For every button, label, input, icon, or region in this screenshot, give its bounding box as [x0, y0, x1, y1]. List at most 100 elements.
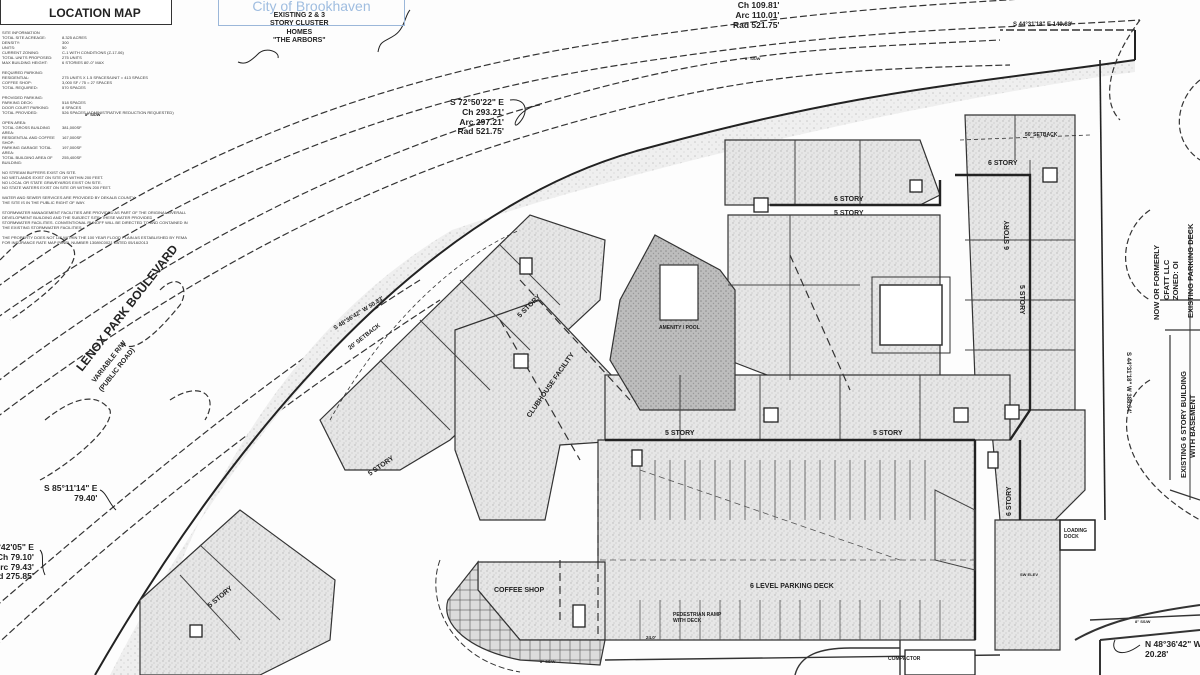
site-note-key: STORMWATER MANAGEMENT FACILITIES ARE PRO…: [2, 210, 187, 215]
pedestrian-ramp-label: PEDESTRIAN RAMP WITH DECK: [673, 612, 722, 624]
site-note-row: STORMWATER MANAGEMENT FACILITIES ARE PRO…: [2, 210, 217, 215]
site-note-key: DOOR COURT PARKING:: [2, 105, 50, 110]
site-note-value: 518 SPACES: [62, 100, 86, 105]
story-label-5e: 5 STORY: [834, 210, 864, 217]
compactor-label: COMPACTOR: [888, 656, 921, 662]
site-note-row: THE PROPERTY DOES NOT LIE WITHIN THE 100…: [2, 235, 217, 240]
location-map-title: LOCATION MAP: [49, 6, 141, 20]
site-note-value: 50: [62, 45, 67, 50]
curve-mid-bearing: S 72°50'22" E: [450, 97, 504, 107]
curve-mid-chord: Ch 293.21': [462, 106, 504, 117]
site-note-key: STORMWATER FACILITIES. CONVENTIONAL RUNO…: [2, 220, 188, 225]
site-note-value: 275 UNITS: [62, 55, 82, 60]
site-note-key: UNITS:: [2, 45, 16, 50]
site-note-row: NO STREAM BUFFERS EXIST ON SITE.: [2, 170, 217, 175]
site-note-row: COFFEE SHOP:3,000 SF / 75 = 27 SPACES: [2, 80, 217, 85]
pedestrian-ramp-line-2: WITH DECK: [673, 617, 702, 624]
curve-left-bearing: S 72°42'05" E: [0, 542, 34, 552]
site-note-value: 526 SPACES (ADMINISTRATIVE REDUCTION REQ…: [62, 110, 174, 115]
road-right-of-way-lines: [0, 0, 1141, 643]
story-label-6a: 6 STORY: [834, 196, 864, 203]
site-note-key: THE SITE IS IN THE PUBLIC RIGHT OF WAY.: [2, 200, 86, 205]
site-note-key: PARKING GARAGE TOTAL AREA:: [2, 145, 52, 155]
site-note-key: TOTAL PROVIDED:: [2, 110, 38, 115]
site-note-value: 381,000SF: [62, 125, 82, 130]
site-note-value: 6 STORIES 80'-0" MAX: [62, 60, 104, 65]
site-note-key: WATER AND SEWER SERVICES ARE PROVIDED BY…: [2, 195, 136, 200]
site-note-value: [83, 225, 217, 230]
arbors-line-3: HOMES: [286, 28, 313, 36]
arbors-line-1: EXISTING 2 & 3: [273, 12, 325, 19]
site-note-key: TOTAL GROSS BUILDING AREA:: [2, 125, 50, 135]
site-note-key: FOR INSURANCE RATE MAP PANEL NUMBER 1308…: [2, 240, 149, 245]
existing-deck-label: EXISTING PARKING DECK: [1186, 223, 1195, 318]
site-note-key: TOTAL UNITS PROPOSED:: [2, 55, 53, 60]
site-note-key: THE EXISTING STORMWATER FACILITIES.: [2, 225, 83, 230]
site-note-row: RESIDENTIAL:275 UNITS X 1.5 SPACES/UNIT …: [2, 75, 217, 80]
arbors-line-2: STORY CLUSTER: [270, 20, 329, 28]
site-note-value: C-1 WITH CONDITIONS (Z-17-06): [62, 50, 124, 55]
curve-top-arc: Arc 110.01': [735, 9, 780, 20]
site-note-key: NO WETLANDS EXIST ON SITE OR WITHIN 200 …: [2, 175, 104, 180]
curve-mid-arc: Arc 297.21': [459, 116, 504, 127]
bearing-right-label: S 44°31'18" W 388.64': [1125, 352, 1131, 414]
site-note-value: [111, 185, 217, 190]
arbors-label: EXISTING 2 & 3 STORY CLUSTER HOMES "THE …: [270, 12, 329, 46]
bearing-bottom-right-distance: 20.28': [1145, 648, 1169, 659]
curve-left-radius: Rad 275.85': [0, 571, 34, 582]
curve-top-chord: Ch 109.81': [737, 0, 780, 10]
site-note-row: PROVIDED PARKING:: [2, 95, 217, 100]
site-note-key: MAX BUILDING HEIGHT:: [2, 60, 48, 65]
site-note-row: OPEN AREA:: [2, 120, 217, 125]
site-note-key: THE PROPERTY DOES NOT LIE WITHIN THE 100…: [2, 235, 187, 240]
site-note-row: THE EXISTING STORMWATER FACILITIES.: [2, 225, 217, 230]
site-note-value: 167,000SF: [62, 135, 82, 140]
site-note-value: [85, 200, 217, 205]
site-note-row: NO LOCAL OR STATE GRAVEYARDS EXIST ON SI…: [2, 180, 217, 185]
site-note-key: NO LOCAL OR STATE GRAVEYARDS EXIST ON SI…: [2, 180, 102, 185]
site-note-row: CURRENT ZONING: C-1 WITH CONDITIONS (Z-17…: [2, 50, 217, 55]
site-note-key: CURRENT ZONING:: [2, 50, 40, 55]
bearing-left-label: S 85°11'14" E 79.40': [44, 483, 98, 504]
site-note-row: TOTAL GROSS BUILDING AREA: 381,000SF: [2, 125, 217, 135]
site-note-row: RESIDENTIAL AND COFFEE SHOP: 167,000SF: [2, 135, 217, 145]
neighbor-label-3: ZONED: OI: [1171, 261, 1180, 300]
site-note-key: RESIDENTIAL AND COFFEE SHOP:: [2, 135, 55, 145]
parking-deck-label: 6 LEVEL PARKING DECK: [750, 583, 834, 590]
city-stamp: City of Brookhaven: [218, 0, 405, 26]
site-note-value: 8 SPACES: [62, 105, 82, 110]
site-note-key: PROVIDED PARKING:: [2, 95, 43, 100]
curve-mid-radius: Rad 521.75': [457, 126, 504, 137]
story-label-6c: 6 STORY: [1004, 220, 1011, 250]
bearing-top-right-label: S 44°31'18" E 149.83': [1013, 22, 1073, 28]
curve-top-radius: Rad 521.75': [733, 19, 780, 30]
site-note-row: WATER AND SEWER SERVICES ARE PROVIDED BY…: [2, 195, 217, 200]
site-note-key: REQUIRED PARKING:: [2, 70, 44, 75]
existing-building-label-2: WITH BASEMENT: [1188, 394, 1197, 458]
site-note-key: NO STATE WATERS EXIST ON SITE OR WITHIN …: [2, 185, 112, 190]
sewer-tag-1: 8" SS/W: [85, 112, 101, 117]
site-note-value: 3,000 SF / 75 = 27 SPACES: [62, 80, 113, 85]
site-note-row: UNITS: 50: [2, 45, 217, 50]
curve-top-label: Ch 109.81' Arc 110.01' Rad 521.75': [733, 0, 780, 30]
sewer-tag-4: 8" SS/W: [1135, 619, 1151, 624]
site-note-value: 197,000SF: [62, 145, 82, 150]
bearing-left-distance: 79.40': [74, 492, 98, 503]
bearing-bottom-right-direction: N 48°36'42" W: [1145, 639, 1200, 649]
curve-left-chord: Ch 79.10': [0, 551, 34, 562]
site-note-key: OPEN AREA:: [2, 120, 27, 125]
story-label-6d: 6 STORY: [1006, 486, 1013, 516]
setback-label: 50' SETBACK: [1025, 132, 1058, 138]
site-note-value: 8.325 ACRES: [62, 35, 87, 40]
site-note-row: DOOR COURT PARKING: 8 SPACES: [2, 105, 217, 110]
site-note-row: SITE INFORMATION: [2, 30, 217, 35]
pedestrian-ramp-line-1: PEDESTRIAN RAMP: [673, 612, 722, 618]
location-map-title-box: LOCATION MAP: [0, 0, 172, 25]
story-label-5d: 5 STORY: [1018, 285, 1025, 315]
building-footprints: [139, 114, 1086, 675]
site-note-value: 570 SPACES: [62, 85, 86, 90]
site-note-row: MAX BUILDING HEIGHT: 6 STORIES 80'-0" MAX: [2, 60, 217, 65]
loading-dock-line-2: DOCK: [1064, 534, 1079, 540]
